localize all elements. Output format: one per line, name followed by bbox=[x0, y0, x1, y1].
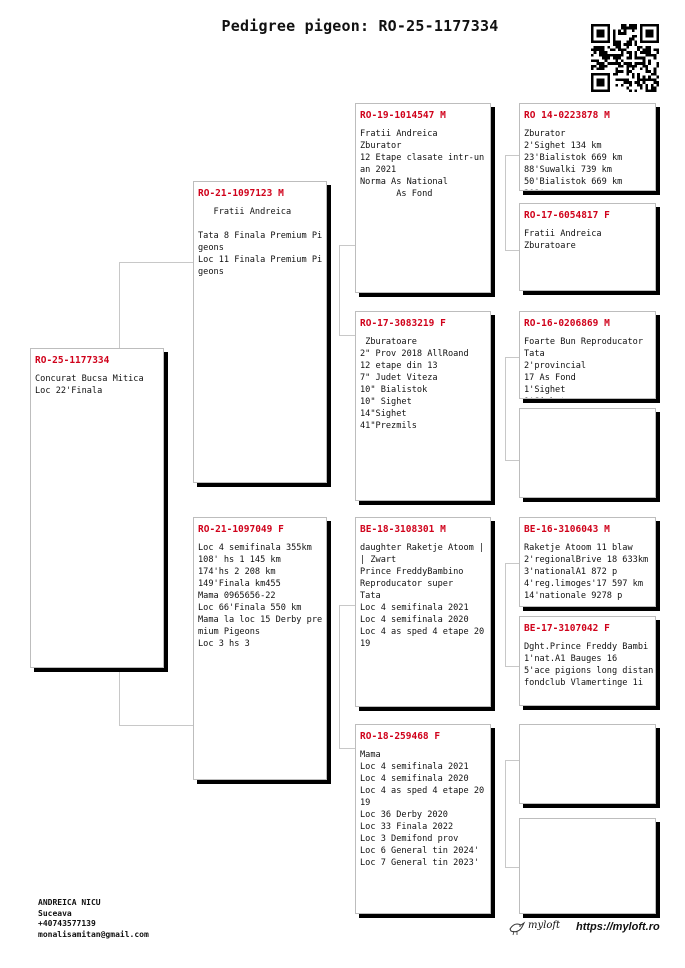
ring-number: RO-17-6054817 F bbox=[524, 210, 610, 221]
mfm-card[interactable]: BE-17-3107042 F Dght.Prince Freddy Bambi… bbox=[519, 616, 656, 706]
connector bbox=[119, 262, 193, 263]
pigeon-notes: Fratii Andreica Zburator 12 Etape clasat… bbox=[360, 129, 485, 199]
mm-card[interactable]: RO-18-259468 F Mama Loc 4 semifinala 202… bbox=[355, 724, 491, 914]
pigeon-notes: Fratii Andreica Tata 8 Finala Premium Pi… bbox=[198, 207, 323, 277]
connector bbox=[505, 357, 519, 358]
fmf-card[interactable]: RO-16-0206869 M Foarte Bun Reproducator … bbox=[519, 311, 656, 399]
mother-card[interactable]: RO-21-1097049 F Loc 4 semifinala 355km 1… bbox=[193, 517, 327, 780]
pigeon-notes: Foarte Bun Reproducator Tata 2'provincia… bbox=[524, 337, 643, 398]
ffm-card[interactable]: RO-17-6054817 F Fratii Andreica Zburatoa… bbox=[519, 203, 656, 291]
owner-phone: +40743577139 bbox=[38, 919, 96, 928]
connector bbox=[505, 666, 519, 667]
connector bbox=[339, 748, 355, 749]
subject-card[interactable]: RO-25-1177334 Concurat Bucsa Mitica Loc … bbox=[30, 348, 164, 668]
pigeon-notes: Zburatoare 2" Prov 2018 AllRoand 12 etap… bbox=[360, 337, 469, 431]
ring-number: RO-21-1097123 M bbox=[198, 188, 284, 199]
fmm-card[interactable] bbox=[519, 408, 656, 498]
pigeon-logo-icon bbox=[509, 921, 526, 936]
pigeon-notes: Raketje Atoom 11 blaw 2'regionalBrive 18… bbox=[524, 543, 649, 601]
connector bbox=[505, 250, 519, 251]
mmm-card[interactable] bbox=[519, 818, 656, 914]
connector bbox=[339, 605, 340, 748]
fm-card[interactable]: RO-17-3083219 F Zburatoare 2" Prov 2018 … bbox=[355, 311, 491, 501]
connector bbox=[339, 335, 355, 336]
ring-number: RO-16-0206869 M bbox=[524, 318, 610, 329]
connector bbox=[505, 563, 519, 564]
owner-info: ANDREICA NICU Suceava +40743577139 monal… bbox=[38, 898, 149, 940]
page-title: Pedigree pigeon: RO-25-1177334 bbox=[221, 17, 499, 35]
myloft-logo: myloft bbox=[528, 920, 561, 931]
ring-number: BE-16-3106043 M bbox=[524, 524, 610, 535]
connector bbox=[339, 245, 355, 246]
pigeon-notes: Fratii Andreica Zburatoare bbox=[524, 229, 602, 251]
pigeon-notes: Concurat Bucsa Mitica Loc 22'Finala bbox=[35, 374, 144, 396]
connector bbox=[505, 563, 506, 666]
connector bbox=[339, 605, 355, 606]
connector bbox=[505, 155, 519, 156]
connector bbox=[119, 725, 193, 726]
pigeon-notes: Mama Loc 4 semifinala 2021 Loc 4 semifin… bbox=[360, 750, 485, 868]
qr-code-icon bbox=[591, 24, 659, 92]
owner-email: monalisamitan@gmail.com bbox=[38, 929, 149, 939]
pigeon-notes: Zburator 2'Sighet 134 km 23'Bialistok 66… bbox=[524, 129, 623, 190]
myloft-link[interactable]: https://myloft.ro bbox=[576, 921, 660, 933]
connector bbox=[505, 760, 519, 761]
pigeon-notes: Loc 4 semifinala 355km 108' hs 1 145 km … bbox=[198, 543, 323, 649]
owner-city: Suceava bbox=[38, 908, 72, 918]
owner-name: ANDREICA NICU bbox=[38, 898, 101, 907]
pigeon-notes: Dght.Prince Freddy Bambi 1'nat.A1 Bauges… bbox=[524, 642, 654, 688]
mf-card[interactable]: BE-18-3108301 M daughter Raketje Atoom |… bbox=[355, 517, 491, 707]
ring-number: RO-25-1177334 bbox=[35, 355, 110, 366]
connector bbox=[505, 867, 519, 868]
ring-number: BE-18-3108301 M bbox=[360, 524, 446, 535]
ring-number: RO-21-1097049 F bbox=[198, 524, 284, 535]
ring-number: BE-17-3107042 F bbox=[524, 623, 610, 634]
ring-number: RO-18-259468 F bbox=[360, 731, 441, 742]
mmf-card[interactable] bbox=[519, 724, 656, 804]
ring-number: RO-17-3083219 F bbox=[360, 318, 446, 329]
mff-card[interactable]: BE-16-3106043 M Raketje Atoom 11 blaw 2'… bbox=[519, 517, 656, 607]
connector bbox=[505, 155, 506, 250]
pigeon-notes: daughter Raketje Atoom | | Zwart Prince … bbox=[360, 543, 485, 649]
connector bbox=[339, 245, 340, 335]
father-card[interactable]: RO-21-1097123 M Fratii Andreica Tata 8 F… bbox=[193, 181, 327, 483]
connector bbox=[505, 357, 506, 460]
connector bbox=[505, 760, 506, 867]
ff-card[interactable]: RO-19-1014547 M Fratii Andreica Zburator… bbox=[355, 103, 491, 293]
connector bbox=[505, 460, 519, 461]
ring-number: RO 14-0223878 M bbox=[524, 110, 610, 121]
fff-card[interactable]: RO 14-0223878 M Zburator 2'Sighet 134 km… bbox=[519, 103, 656, 191]
ring-number: RO-19-1014547 M bbox=[360, 110, 446, 121]
